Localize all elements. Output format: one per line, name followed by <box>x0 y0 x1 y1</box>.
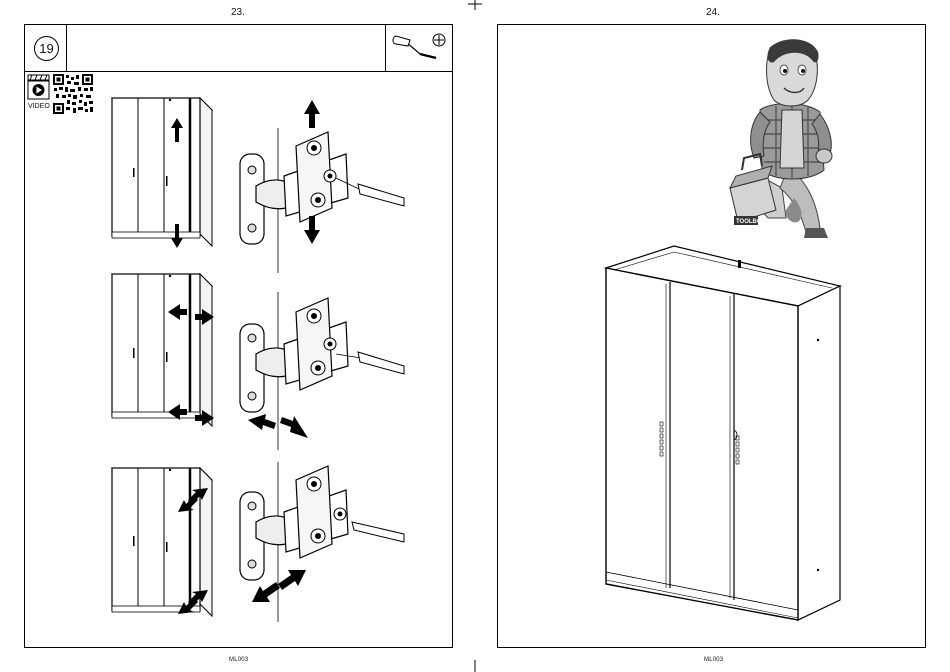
step-header-divider <box>66 24 67 71</box>
step-number: 19 <box>34 36 59 61</box>
screwdriver-icon <box>390 32 450 64</box>
tool-box <box>385 24 454 71</box>
hinge-detail-depth <box>236 462 416 622</box>
footer-code-right: ML003 <box>704 657 723 663</box>
hinge-detail-vertical <box>236 98 416 273</box>
page-number-left: 23. <box>231 7 245 18</box>
step-header: 19 <box>24 24 453 72</box>
wardrobe-assembled <box>600 240 845 630</box>
qr-code[interactable] <box>53 74 93 114</box>
page-number-right: 24. <box>706 7 720 18</box>
wardrobe-vertical-adjust <box>100 90 220 250</box>
footer-code-left: ML003 <box>229 657 248 663</box>
wardrobe-depth-adjust <box>100 460 220 620</box>
video-label: VIDEO <box>28 103 50 110</box>
toolbox-label: TOOLBOX <box>736 219 766 225</box>
mascot-handyman: TOOLBOX <box>724 38 844 243</box>
video-play-icon[interactable] <box>27 74 51 102</box>
wardrobe-horizontal-adjust <box>100 266 220 436</box>
hinge-detail-horizontal <box>236 292 416 450</box>
